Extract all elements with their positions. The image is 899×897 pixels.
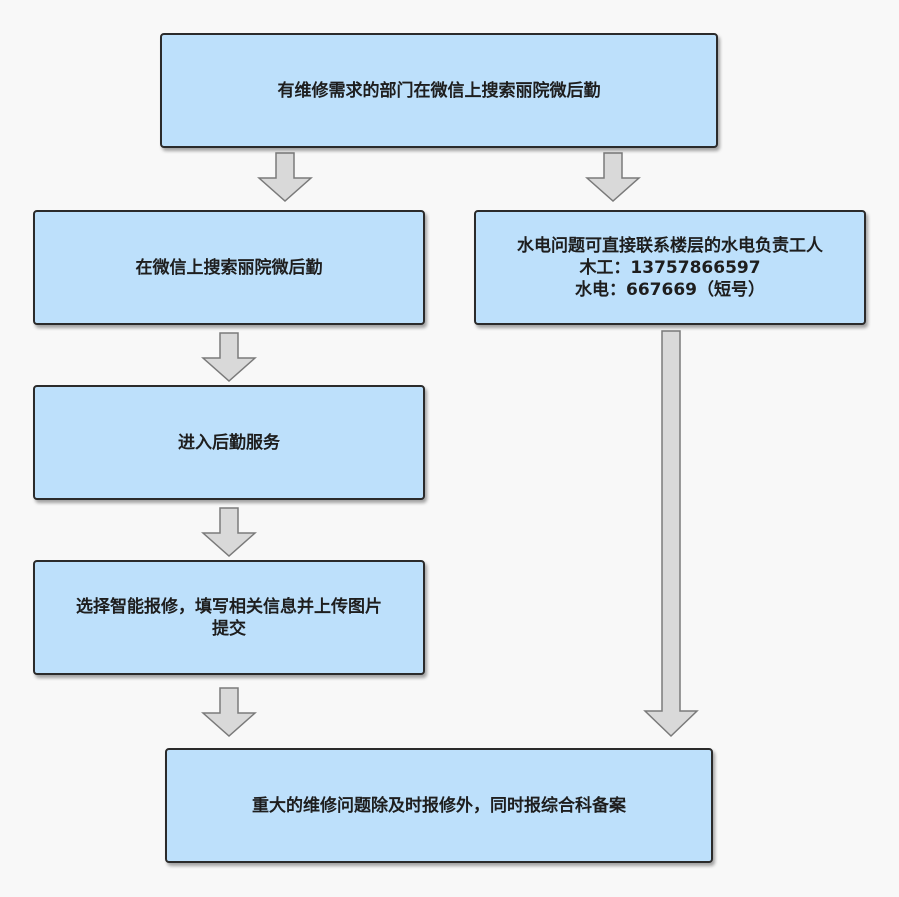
arrow-left3-to-bottom	[201, 687, 257, 738]
arrow-top-to-left1	[257, 152, 313, 203]
node-text-line-3: 水电：667669（短号）	[575, 279, 765, 300]
node-major-repair-report: 重大的维修问题除及时报修外，同时报综合科备案	[165, 748, 713, 863]
node-text-line-1: 水电问题可直接联系楼层的水电负责工人	[517, 235, 823, 256]
node-text: 进入后勤服务	[178, 432, 280, 453]
node-search-wechat-department: 有维修需求的部门在微信上搜索丽院微后勤	[160, 33, 718, 148]
node-text: 有维修需求的部门在微信上搜索丽院微后勤	[277, 80, 601, 101]
arrow-left2-to-left3	[201, 507, 257, 558]
arrow-right-to-bottom	[643, 330, 699, 738]
node-smart-repair-submit: 选择智能报修，填写相关信息并上传图片 提交	[33, 560, 425, 675]
node-text-line-2: 木工：13757866597	[579, 257, 761, 278]
node-text-line-2: 提交	[212, 618, 246, 639]
node-enter-logistics-service: 进入后勤服务	[33, 385, 425, 500]
node-text: 重大的维修问题除及时报修外，同时报综合科备案	[252, 795, 626, 816]
node-text: 在微信上搜索丽院微后勤	[135, 257, 323, 278]
node-contact-worker: 水电问题可直接联系楼层的水电负责工人 木工：13757866597 水电：667…	[474, 210, 866, 325]
arrow-left1-to-left2	[201, 332, 257, 383]
node-search-wechat: 在微信上搜索丽院微后勤	[33, 210, 425, 325]
node-text-line-1: 选择智能报修，填写相关信息并上传图片	[76, 596, 382, 617]
arrow-top-to-right	[585, 152, 641, 203]
